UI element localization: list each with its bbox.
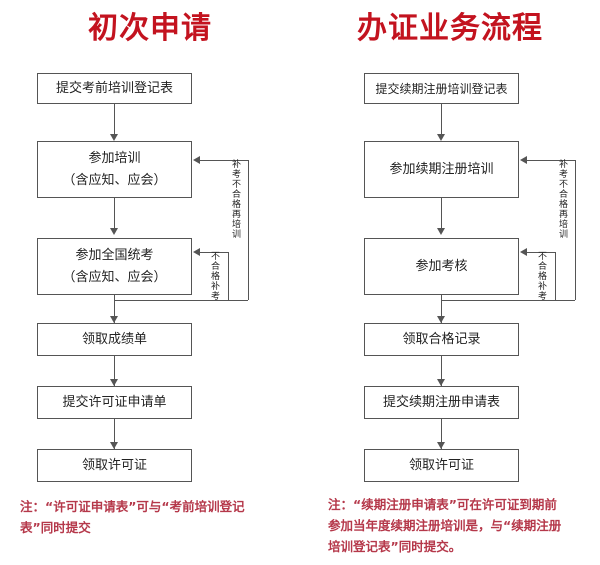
connector-3-4 <box>114 295 115 323</box>
flow-box-collect-permit[interactable]: 领取许可证 <box>37 449 192 482</box>
page-title-left: 初次申请 <box>88 11 212 46</box>
loop-outer-bottom-line <box>441 300 575 301</box>
flow-box-sublabel: （含应知、应会） <box>62 269 167 285</box>
loop-inner-top-line <box>527 252 555 253</box>
connector-4-5 <box>114 356 115 386</box>
flow-box-collect-pass-record[interactable]: 领取合格记录 <box>364 323 519 356</box>
loop-label-retake-fail-retrain: 补考不合格再培训 <box>231 160 241 240</box>
arrow-1-2 <box>110 134 118 141</box>
footnote-left: 注：“许可证申请表”可与“考前培训登记 表”同时提交 <box>20 499 245 535</box>
flow-box-label: 提交续期注册申请表 <box>382 394 500 410</box>
connector-2-3 <box>114 198 115 231</box>
flow-box-label: 领取成绩单 <box>81 331 147 347</box>
connector-3-4 <box>441 295 442 323</box>
flow-box-collect-score-report[interactable]: 领取成绩单 <box>37 323 192 356</box>
loop-outer-right-line <box>248 160 249 300</box>
connector-2-3 <box>441 198 442 231</box>
loop-label-fail-retake: 不合格补考 <box>537 252 547 302</box>
flow-box-label: 参加续期注册培训 <box>389 161 494 177</box>
footnote-right: 注：“续期注册申请表”可在许可证到期前 参加当年度续期注册培训是，与“续期注册 … <box>328 497 562 554</box>
loop-inner-top-line <box>200 252 228 253</box>
connector-5-6 <box>441 419 442 449</box>
loop-outer-top-line <box>200 160 248 161</box>
arrow-3-4 <box>437 316 445 323</box>
flow-column-initial-application: 初次申请 提交考前培训登记表 参加培训 （含应知、应会） 参加全国统考 （含应知… <box>20 11 249 535</box>
arrow-5-6 <box>437 442 445 449</box>
arrow-4-5 <box>110 379 118 386</box>
connector-4-5 <box>441 356 442 386</box>
arrow-1-2 <box>437 134 445 141</box>
loop-outer-arrow <box>520 156 527 164</box>
flow-box-attend-training[interactable]: 参加培训 （含应知、应会） <box>37 141 192 198</box>
loop-label-fail-retake: 不合格补考 <box>210 252 220 302</box>
flow-box-label: 领取许可证 <box>81 457 147 473</box>
flow-box-label: 提交续期注册培训登记表 <box>375 81 508 96</box>
loop-outer-right-line <box>575 160 576 300</box>
loop-inner-arrow <box>193 248 200 256</box>
flow-box-label: 领取合格记录 <box>402 331 481 347</box>
loop-outer-arrow <box>193 156 200 164</box>
flow-box-label: 参加培训 <box>88 150 141 166</box>
arrow-4-5 <box>437 379 445 386</box>
flow-box-submit-permit-application[interactable]: 提交许可证申请单 <box>37 386 192 419</box>
flow-box-collect-permit[interactable]: 领取许可证 <box>364 449 519 482</box>
loop-outer-top-line <box>527 160 575 161</box>
page-title-right: 办证业务流程 <box>357 11 543 46</box>
flow-box-attend-renewal-training[interactable]: 参加续期注册培训 <box>364 141 519 198</box>
loop-inner-arrow <box>520 248 527 256</box>
loop-outer-bottom-line <box>114 300 248 301</box>
flow-box-label: 参加全国统考 <box>75 247 154 263</box>
arrow-2-3 <box>110 228 118 235</box>
flow-box-label: 提交许可证申请单 <box>62 394 167 410</box>
flow-box-attend-assessment[interactable]: 参加考核 <box>364 238 519 295</box>
flow-box-submit-renewal-training-form[interactable]: 提交续期注册培训登记表 <box>364 73 519 104</box>
flow-box-sublabel: （含应知、应会） <box>62 172 167 188</box>
loop-label-retake-fail-retrain: 补考不合格再培训 <box>558 160 568 240</box>
loop-inner-right-line <box>228 252 229 300</box>
flow-box-label: 领取许可证 <box>408 457 474 473</box>
loop-inner-right-line <box>555 252 556 300</box>
flow-box-submit-renewal-application[interactable]: 提交续期注册申请表 <box>364 386 519 419</box>
flow-box-label: 参加考核 <box>415 258 468 274</box>
flow-box-submit-pre-exam-training-form[interactable]: 提交考前培训登记表 <box>37 73 192 104</box>
arrow-2-3 <box>437 228 445 235</box>
connector-1-2 <box>441 104 442 134</box>
flow-column-permit-process: 办证业务流程 提交续期注册培训登记表 参加续期注册培训 参加考核 补考不合格再培… <box>300 0 600 565</box>
flow-box-attend-national-exam[interactable]: 参加全国统考 （含应知、应会） <box>37 238 192 295</box>
connector-1-2 <box>114 104 115 134</box>
flow-box-label: 提交考前培训登记表 <box>55 80 173 96</box>
connector-5-6 <box>114 419 115 449</box>
arrow-5-6 <box>110 442 118 449</box>
arrow-3-4 <box>110 316 118 323</box>
